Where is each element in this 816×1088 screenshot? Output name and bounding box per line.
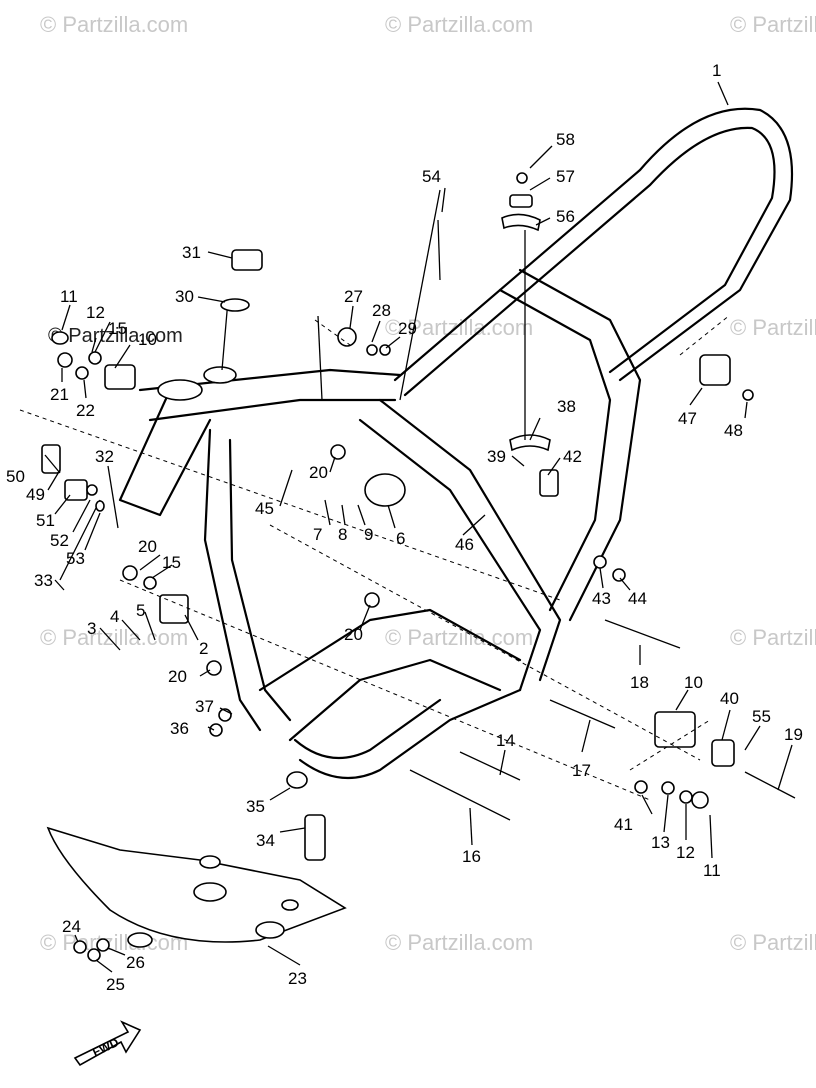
leader-lines (44, 81, 793, 973)
callout-13: 13 (651, 833, 670, 852)
watermark: © Partzilla.com (48, 325, 183, 347)
callout-2: 2 (199, 639, 208, 658)
guide-lines (19, 314, 731, 801)
callout-38: 38 (557, 397, 576, 416)
callout-7: 7 (313, 525, 322, 544)
watermark: © Partzilla.com (385, 315, 533, 340)
callout-14: 14 (496, 731, 515, 750)
watermark: © Partzilla.com (730, 12, 816, 37)
callout-58: 58 (556, 130, 575, 149)
callout-52: 52 (50, 531, 69, 550)
callout-54: 54 (422, 167, 441, 186)
callout-32: 32 (95, 447, 114, 466)
callout-34: 34 (256, 831, 275, 850)
callout-19: 19 (784, 725, 803, 744)
callout-18: 18 (630, 673, 649, 692)
callout-48: 48 (724, 421, 743, 440)
callout-20-c: 20 (344, 625, 363, 644)
callout-30: 30 (175, 287, 194, 306)
callout-44: 44 (628, 589, 647, 608)
callout-12-lower: 12 (676, 843, 695, 862)
watermark: © Partzilla.com (730, 315, 816, 340)
callout-9: 9 (364, 525, 373, 544)
callout-3: 3 (87, 619, 96, 638)
callout-6: 6 (396, 529, 405, 548)
callout-17: 17 (572, 761, 591, 780)
callout-57: 57 (556, 167, 575, 186)
callout-labels: 1 2 3 4 5 6 7 8 9 10 10 11 11 12 12 13 1… (6, 61, 803, 1059)
callout-43: 43 (592, 589, 611, 608)
callout-50: 50 (6, 467, 25, 486)
callout-56: 56 (556, 207, 575, 226)
callout-4: 4 (110, 607, 119, 626)
callout-15-upper: 15 (108, 319, 127, 338)
callout-10-lower: 10 (684, 673, 703, 692)
frame-drawing (41, 107, 796, 1067)
callout-16: 16 (462, 847, 481, 866)
callout-15-lower: 15 (162, 553, 181, 572)
callout-26: 26 (126, 953, 145, 972)
callout-5: 5 (136, 601, 145, 620)
callout-45: 45 (255, 499, 274, 518)
callout-25: 25 (106, 975, 125, 994)
callout-22: 22 (76, 401, 95, 420)
watermark: © Partzilla.com (40, 12, 188, 37)
callout-20-d: 20 (168, 667, 187, 686)
callout-31: 31 (182, 243, 201, 262)
callout-33: 33 (34, 571, 53, 590)
watermark: © Partzilla.com (385, 930, 533, 955)
callout-40: 40 (720, 689, 739, 708)
callout-41: 41 (614, 815, 633, 834)
callout-10-upper: 10 (138, 330, 157, 349)
callout-47: 47 (678, 409, 697, 428)
callout-37: 37 (195, 697, 214, 716)
callout-12-upper: 12 (86, 303, 105, 322)
callout-21: 21 (50, 385, 69, 404)
watermark: © Partzilla.com (730, 625, 816, 650)
fwd-label: FWD (90, 1035, 121, 1059)
callout-11-upper: 11 (60, 287, 78, 306)
callout-8: 8 (338, 525, 347, 544)
callout-23: 23 (288, 969, 307, 988)
callout-29: 29 (398, 319, 417, 338)
watermark: © Partzilla.com (385, 625, 533, 650)
callout-27: 27 (344, 287, 363, 306)
callout-28: 28 (372, 301, 391, 320)
callout-53: 53 (66, 549, 85, 568)
callout-20-b: 20 (138, 537, 157, 556)
callout-11-lower: 11 (703, 861, 721, 880)
callout-51: 51 (36, 511, 55, 530)
callout-46: 46 (455, 535, 474, 554)
callout-1: 1 (712, 61, 721, 80)
watermark: © Partzilla.com (385, 12, 533, 37)
callout-20-a: 20 (309, 463, 328, 482)
callout-39: 39 (487, 447, 506, 466)
callout-55: 55 (752, 707, 771, 726)
callout-35: 35 (246, 797, 265, 816)
watermarks: © Partzilla.com © Partzilla.com © Partzi… (40, 12, 816, 955)
watermark: © Partzilla.com (40, 625, 188, 650)
callout-24: 24 (62, 917, 81, 936)
callout-49: 49 (26, 485, 45, 504)
watermark: © Partzilla.com (730, 930, 816, 955)
callout-36: 36 (170, 719, 189, 738)
callout-42: 42 (563, 447, 582, 466)
